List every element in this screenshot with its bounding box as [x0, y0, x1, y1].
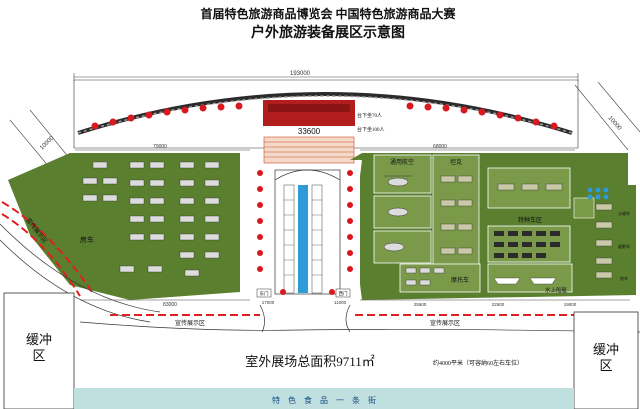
motorcycle-icons [405, 267, 445, 286]
zone-aviation-label: 通用航空 [390, 158, 414, 166]
promo-bottom-left-label: 宣传展示区 [175, 319, 205, 327]
center-water-feature [298, 185, 308, 293]
buffer-left-label: 缓冲区 [26, 332, 52, 363]
title-line2: 户外旅游装备展区示意图 [251, 24, 405, 41]
special-vehicle-icons [494, 231, 560, 258]
tank-icons [440, 175, 473, 255]
seating-block [263, 136, 355, 164]
mid-right-dimension: 68000 [433, 144, 447, 150]
buffer-left [3, 292, 75, 409]
stage-note-a: 台下坐70人 [357, 112, 382, 119]
zone-aviation-box [373, 154, 432, 194]
zone-tank-label: 坦克 [450, 158, 462, 166]
site-outline-top [73, 79, 579, 149]
buffer-right [573, 311, 639, 409]
zone-small2-label: 越野车 [618, 243, 630, 249]
zone-rv-label: 房车 [80, 235, 94, 244]
mid-left-dimension: 79000 [153, 144, 167, 150]
area-note: 约4000平米（可容纳60左右车位） [433, 359, 523, 367]
main-stage [263, 100, 355, 126]
right-diag-dimension: 10000 [607, 115, 623, 132]
zone-small1-label: 沙滩车 [618, 210, 630, 216]
seating-dots [91, 102, 558, 130]
zone-small3-label: 房车 [620, 275, 628, 281]
bottom-right-dim3: 19000 [564, 302, 577, 307]
food-street-label: 特 色 食 品 一 条 街 [272, 395, 376, 405]
area-main: 室外展场总面积9711㎡ [245, 354, 375, 369]
food-street [74, 388, 574, 409]
zone-special-label: 特种车区 [518, 216, 542, 224]
zone-rv [8, 153, 240, 300]
stage-note-b: 台下坐100人 [357, 126, 385, 133]
right-diag-guide [574, 84, 629, 151]
rv-vehicles [82, 161, 220, 277]
promo-line-left [1, 201, 93, 293]
bottom-mid-left-dimension: 17000 [262, 300, 275, 305]
buffer-right-label: 缓冲区 [593, 342, 619, 373]
title-line1: 首届特色旅游商品博览会 中国特色旅游商品大赛 [200, 6, 456, 21]
road-dots [257, 170, 353, 295]
zone-motorcycle-label: 摩托车 [451, 276, 469, 284]
bottom-right-dim1: 25500 [414, 302, 427, 307]
left-diag-dimension: 10000 [39, 135, 56, 152]
blue-icons [587, 187, 609, 200]
entrance-right: 西门 [339, 290, 348, 297]
bottom-left-dimension: 83000 [163, 302, 177, 308]
stage-size-label: 33600 [298, 127, 321, 136]
bottom-right-dim2: 22500 [492, 302, 505, 307]
top-dimension-label: 193000 [290, 71, 311, 77]
promo-bottom-right-label: 宣传展示区 [430, 319, 460, 327]
yacht-icons [493, 277, 557, 285]
entrance-left: 东门 [260, 290, 269, 297]
bottom-mid-right-dimension: 11000 [334, 300, 347, 305]
zone-tank-box [432, 154, 480, 266]
zone-yacht-label: 水上船艇 [545, 286, 568, 294]
